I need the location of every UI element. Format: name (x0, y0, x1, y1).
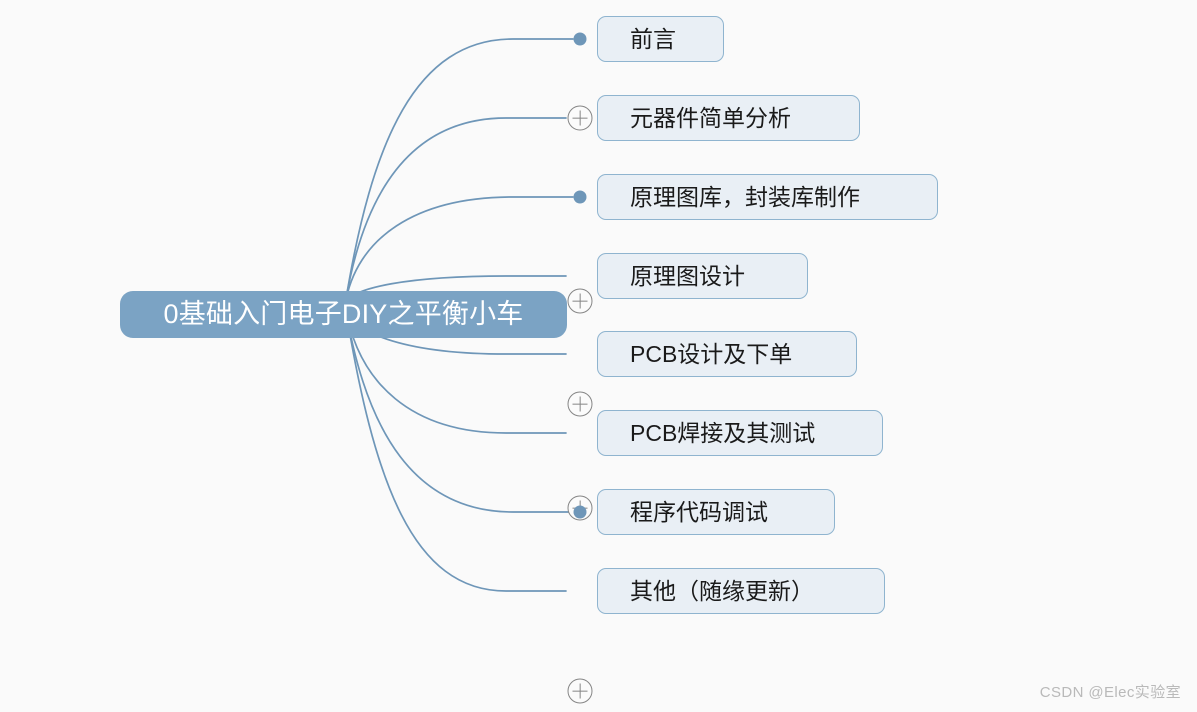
branch-connector (344, 304, 567, 592)
branch-node[interactable]: 元器件简单分析 (597, 95, 860, 141)
branch-node[interactable]: 原理图设计 (597, 253, 808, 299)
plus-circle-icon[interactable] (567, 391, 593, 417)
branch-node-label: 前言 (630, 25, 676, 52)
branch-node-label: PCB设计及下单 (630, 340, 793, 367)
branch-node-label: 原理图库，封装库制作 (630, 183, 860, 210)
branch-node-label: 原理图设计 (630, 262, 745, 289)
root-node-label: 0基础入门电子DIY之平衡小车 (163, 299, 524, 329)
branch-connector (344, 196, 574, 306)
branch-node[interactable]: 其他（随缘更新） (597, 568, 885, 614)
watermark: CSDN @Elec实验室 (1039, 684, 1181, 701)
root-node[interactable]: 0基础入门电子DIY之平衡小车 (120, 291, 567, 338)
branch-node-label: PCB焊接及其测试 (630, 419, 816, 446)
branch-node-label: 其他（随缘更新） (630, 577, 814, 604)
branch-node[interactable]: PCB设计及下单 (597, 331, 857, 377)
branch-node[interactable]: 程序代码调试 (597, 489, 835, 535)
branch-node[interactable]: 原理图库，封装库制作 (597, 174, 938, 220)
branch-node[interactable]: 前言 (597, 16, 724, 62)
plus-circle-icon[interactable] (567, 288, 593, 314)
branch-node-label: 程序代码调试 (630, 498, 768, 525)
plus-circle-icon[interactable] (567, 105, 593, 131)
branch-node-label: 元器件简单分析 (630, 104, 791, 131)
plus-circle-icon[interactable] (567, 678, 593, 704)
branch-connector (344, 117, 567, 306)
dot-marker (573, 190, 587, 204)
branch-node[interactable]: PCB焊接及其测试 (597, 410, 883, 456)
dot-marker (573, 32, 587, 46)
dot-marker (573, 505, 587, 519)
